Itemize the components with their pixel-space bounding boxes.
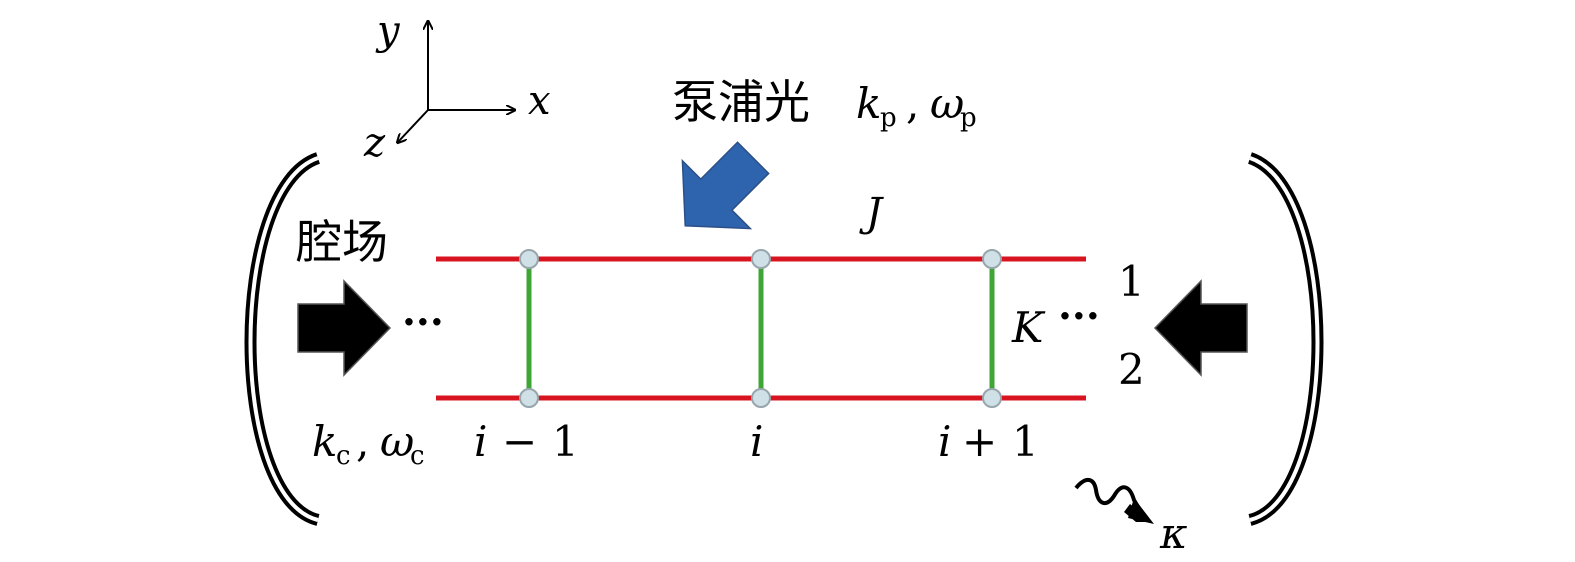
y-axis-label: y: [375, 8, 401, 54]
site-right-num: 1: [1012, 417, 1039, 466]
chain-1-label: 1: [1118, 257, 1145, 306]
cavity-wave-params: k c , ω c: [312, 417, 425, 471]
right-input-arrow: [1153, 279, 1248, 377]
cavity-k-sub: c: [336, 441, 351, 471]
pump-omega-sub: p: [960, 103, 977, 133]
pump-arrow: [681, 141, 770, 230]
node-middle-bottom: [751, 388, 771, 408]
site-label-right: i + 1: [938, 417, 1039, 466]
left-ellipsis: ···: [402, 299, 444, 346]
node-left-top: [519, 249, 539, 269]
right-cavity-mirror: [1247, 152, 1324, 526]
site-middle-i: i: [750, 417, 763, 466]
pump-light-text: 泵浦光: [672, 75, 810, 129]
cavity-k: k: [312, 417, 337, 466]
site-label-left: i − 1: [474, 417, 579, 466]
cavity-omega: ω: [380, 417, 414, 466]
pump-comma: ,: [906, 79, 919, 128]
node-right-bottom: [982, 388, 1002, 408]
pump-label: 泵浦光 k p , ω p: [672, 75, 977, 133]
node-middle-top: [751, 249, 771, 269]
z-axis: [398, 109, 429, 142]
x-axis-label: x: [528, 78, 551, 124]
left-cavity-mirror: [244, 152, 321, 526]
pump-arrow-shape: [681, 141, 770, 230]
coupling-J: J: [859, 190, 884, 236]
site-left-i: i: [474, 417, 487, 466]
decay-arrow: [1074, 478, 1154, 524]
node-left-bottom: [519, 388, 539, 408]
coordinate-axes: y x z: [363, 8, 551, 166]
site-right-i: i: [938, 417, 951, 466]
site-left-num: 1: [552, 417, 579, 466]
site-right-op: +: [962, 417, 997, 466]
right-ellipsis: ···: [1058, 293, 1100, 340]
pump-k: k: [856, 79, 881, 128]
left-input-arrow: [297, 279, 392, 377]
site-label-middle: i: [750, 417, 763, 466]
coupling-K: K: [1011, 303, 1046, 352]
node-right-top: [982, 249, 1002, 269]
pump-omega: ω: [930, 79, 964, 128]
site-left-op: −: [502, 417, 537, 466]
pump-k-sub: p: [880, 103, 897, 133]
decay-kappa: κ: [1159, 509, 1188, 558]
lattice-nodes: [519, 249, 1002, 408]
chain-2-label: 2: [1118, 345, 1145, 394]
cavity-comma: ,: [356, 417, 369, 466]
cavity-omega-sub: c: [410, 441, 425, 471]
z-axis-label: z: [363, 120, 386, 166]
cavity-field-label: 腔场: [296, 215, 388, 269]
